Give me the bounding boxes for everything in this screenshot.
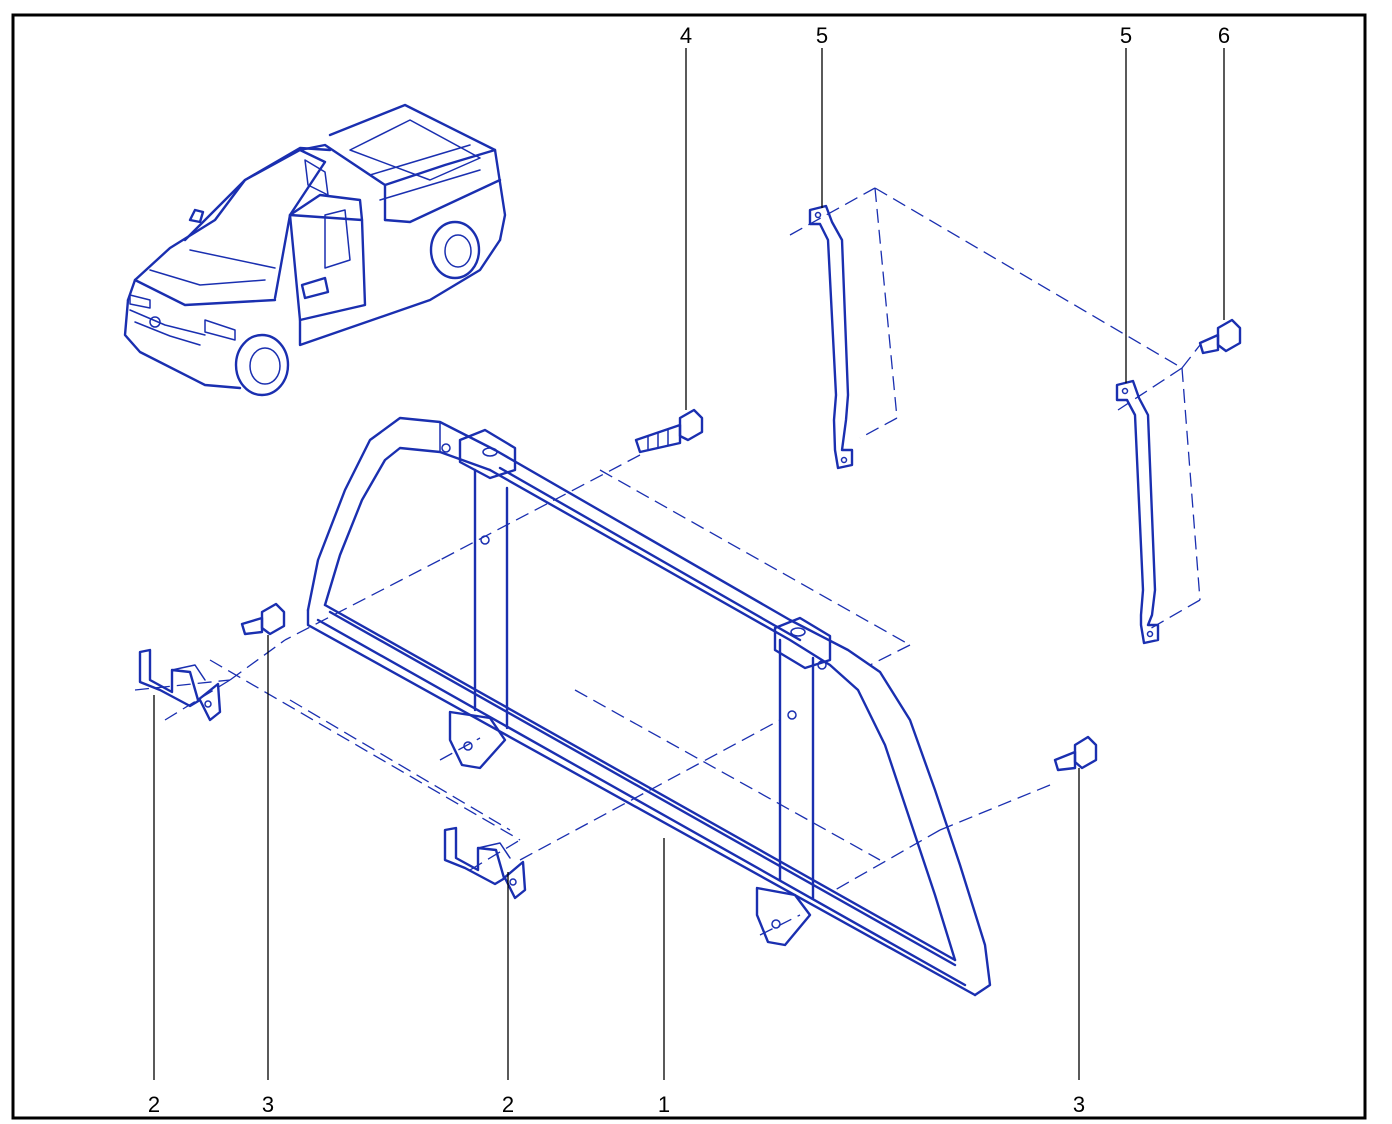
callout-label: 2 <box>148 1092 160 1117</box>
callout-label: 5 <box>816 23 828 48</box>
bolt-icon <box>240 602 286 636</box>
callout-label: 2 <box>502 1092 514 1117</box>
bolt-icon <box>634 408 704 454</box>
callout-label: 3 <box>262 1092 274 1117</box>
assembly-guide-lines <box>134 187 1201 936</box>
mounting-bracket-icon <box>138 648 222 722</box>
rear-cab-frame-icon <box>306 416 992 997</box>
leader-lines <box>153 48 1225 1080</box>
callout-label: 4 <box>680 23 692 48</box>
support-strut-icon <box>1115 379 1160 645</box>
pickup-truck-icon <box>123 103 507 397</box>
callout-label: 3 <box>1073 1092 1085 1117</box>
bolt-icon <box>1053 735 1098 772</box>
callout-label: 5 <box>1120 23 1132 48</box>
diagram-border <box>11 13 1367 1120</box>
mounting-bracket-icon <box>443 826 527 900</box>
callout-label: 1 <box>658 1092 670 1117</box>
bolt-icon <box>1198 318 1242 355</box>
callout-label: 6 <box>1218 23 1230 48</box>
support-strut-icon <box>808 204 854 470</box>
